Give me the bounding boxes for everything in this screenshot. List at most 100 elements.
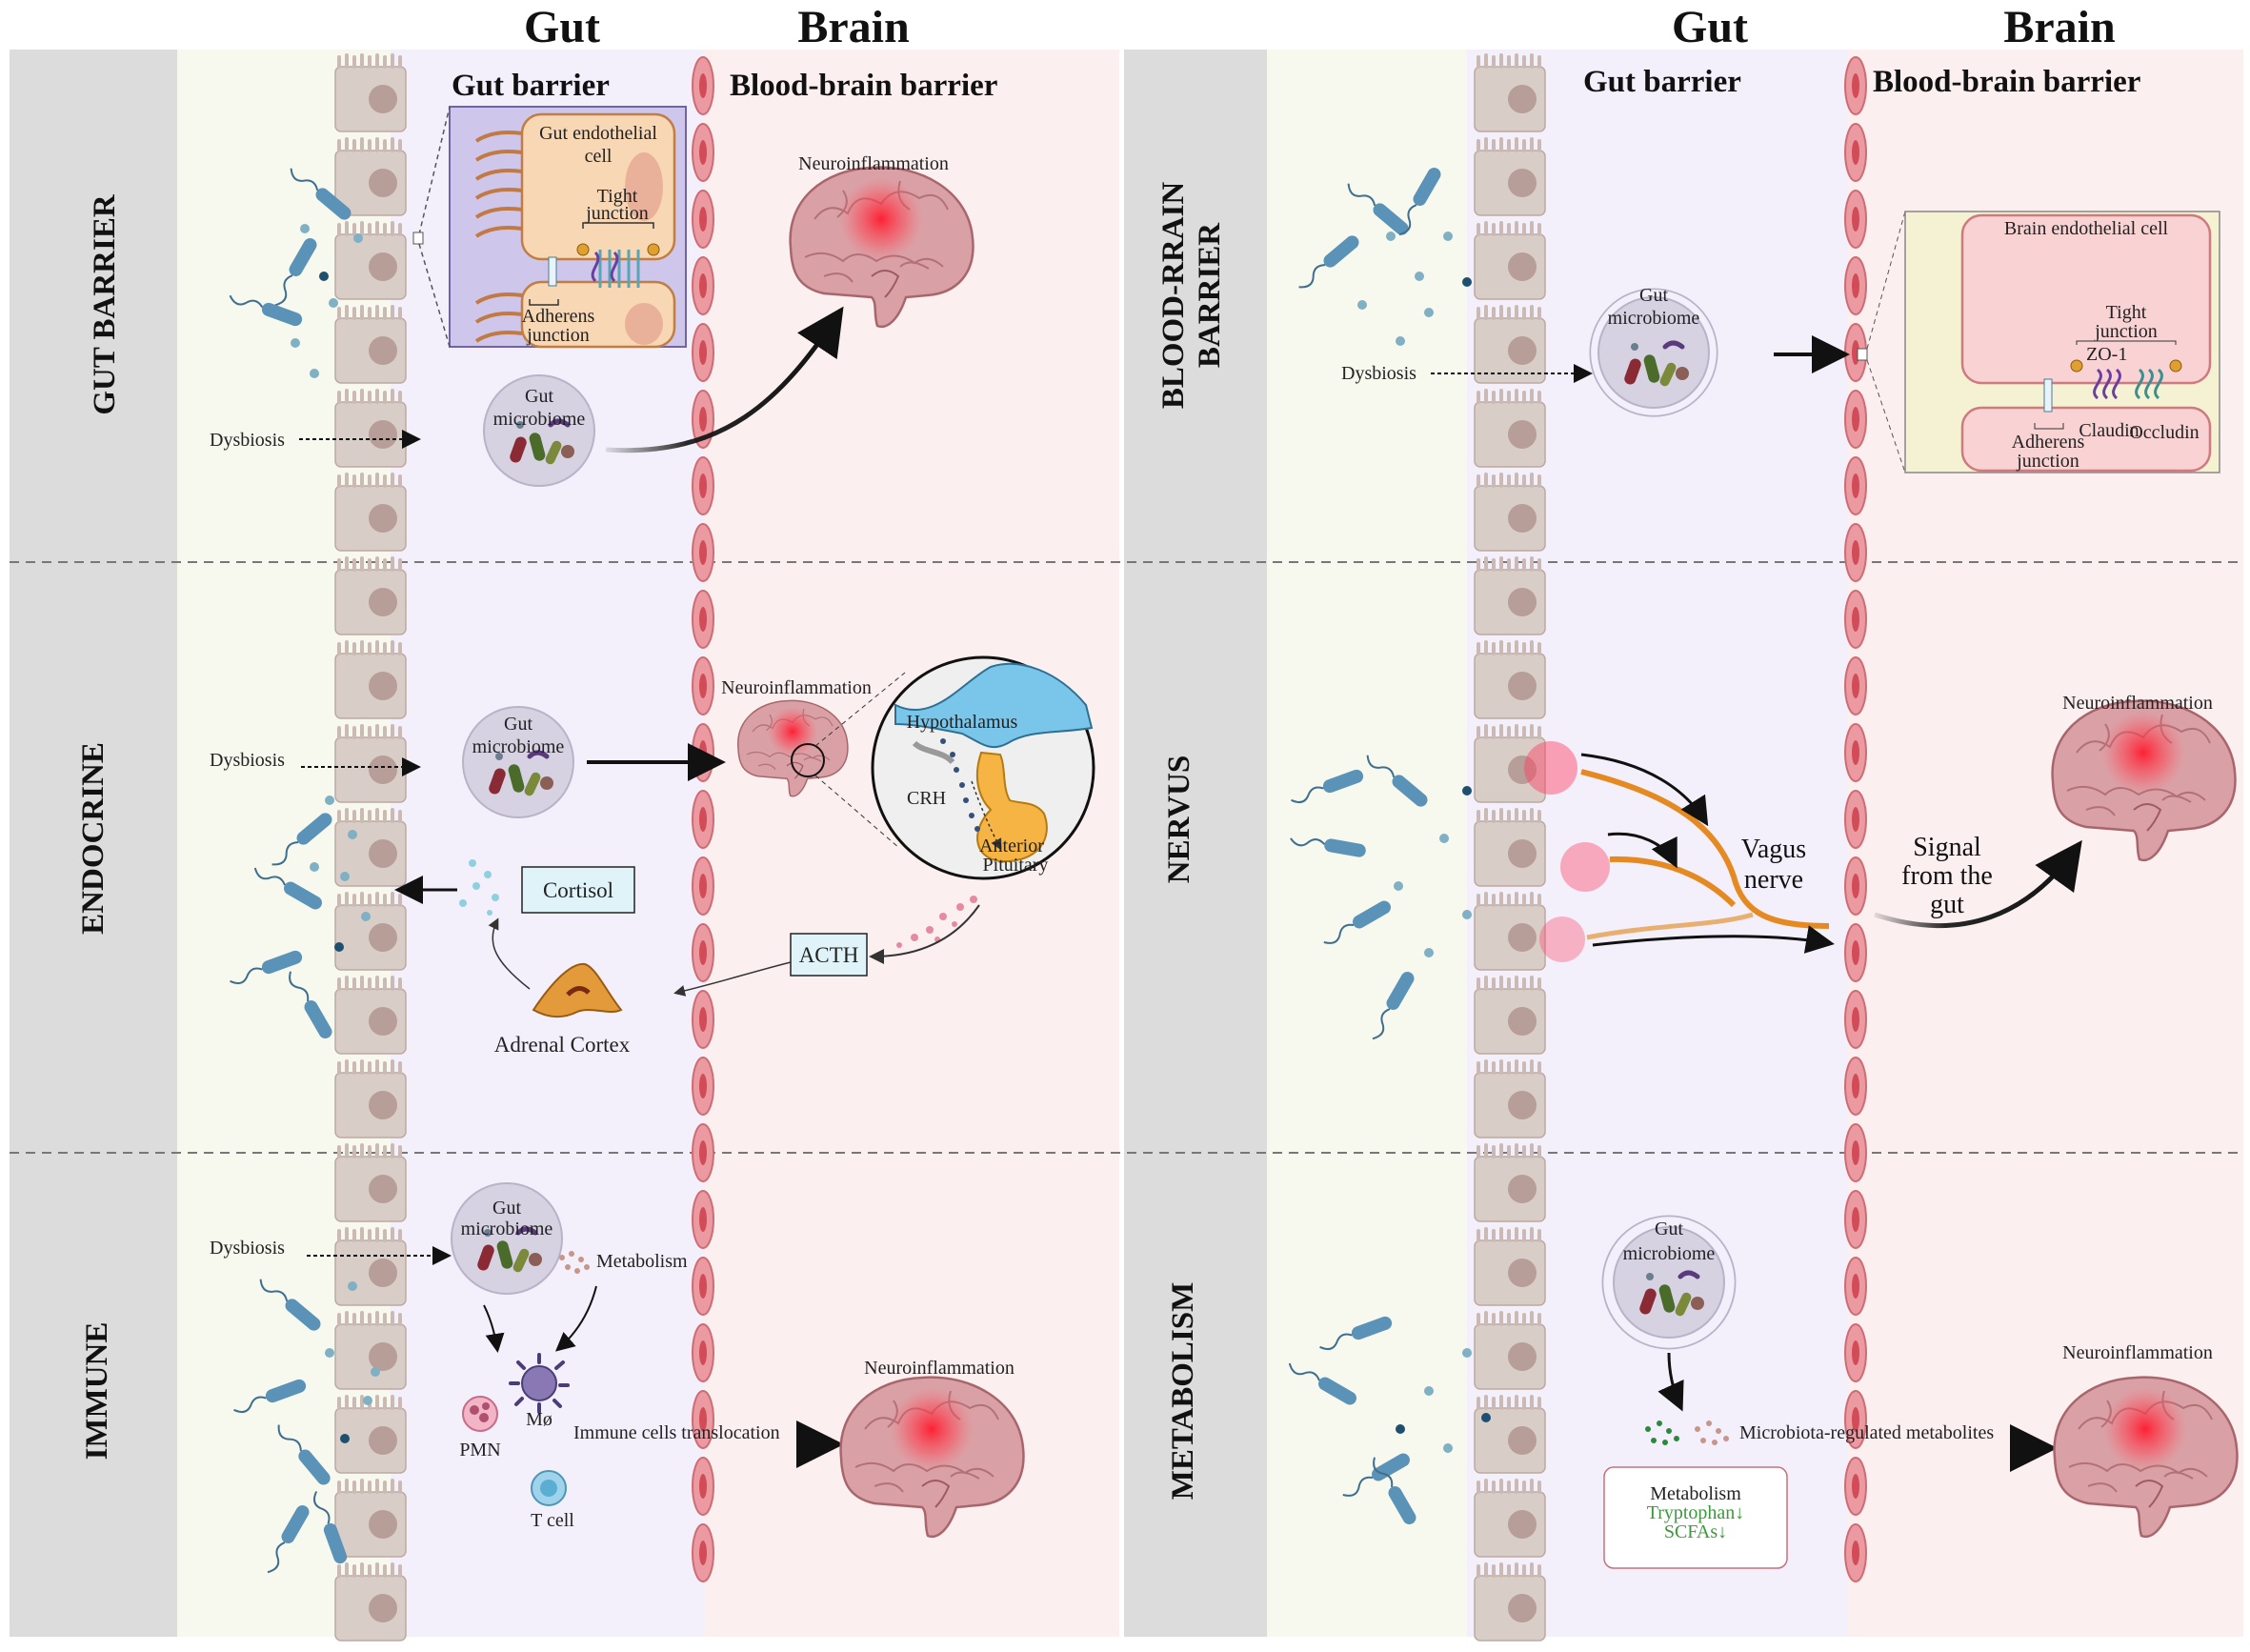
metabolite-dot bbox=[325, 1348, 334, 1358]
bbb-endothelial-cell bbox=[692, 1323, 714, 1382]
metabolite-dot bbox=[340, 872, 350, 881]
neuro-label-3: Neuroinflammation bbox=[864, 1358, 1015, 1379]
metabolite-dot bbox=[1462, 1348, 1472, 1358]
bbb-endothelial-cell bbox=[1844, 523, 1867, 582]
gut-epithelial-cell bbox=[1473, 640, 1547, 720]
metabolite-dot bbox=[1357, 300, 1367, 310]
occludin-label: Occludin bbox=[2129, 422, 2199, 443]
bbb-endothelial-cell bbox=[1844, 1123, 1867, 1182]
metabolism-label: Metabolism bbox=[596, 1251, 688, 1272]
tryptophan-label: Tryptophan↓ bbox=[1647, 1502, 1745, 1523]
inset-title-1: Gut endothelial bbox=[539, 123, 657, 144]
macrophage-cell bbox=[509, 1353, 570, 1414]
gut-epithelial-cell bbox=[333, 976, 408, 1056]
bbb-endothelial-cell bbox=[692, 856, 714, 916]
bbb-endothelial-cell bbox=[1844, 1057, 1867, 1116]
gut-epithelial-cell bbox=[1473, 53, 1547, 133]
gut-epithelial-cell bbox=[1473, 221, 1547, 301]
vagus-nerve-branch-1 bbox=[1580, 769, 1830, 929]
dysbiosis-label-3: Dysbiosis bbox=[210, 1238, 285, 1259]
section-label-immune: IMMUNE bbox=[80, 1322, 114, 1461]
metabolite-dot bbox=[1415, 272, 1424, 281]
gut-epithelial-cell bbox=[1473, 1479, 1547, 1559]
metabolite-dot bbox=[353, 233, 363, 243]
bbb-endothelial-cell bbox=[692, 1190, 714, 1249]
left-blood-brain-barrier-cells bbox=[692, 56, 714, 1582]
pmn-cell bbox=[462, 1396, 498, 1432]
section-label-endocrine: ENDOCRINE bbox=[76, 742, 110, 935]
metabolite-dot bbox=[334, 942, 344, 952]
neuro-label-2: Neuroinflammation bbox=[721, 677, 872, 698]
microbiome-label-4a: Gut bbox=[1639, 285, 1668, 306]
crh-label: CRH bbox=[907, 788, 946, 809]
metabolite-dot bbox=[363, 1396, 372, 1405]
microbiome-label-6b: microbiome bbox=[1623, 1243, 1716, 1264]
bbb-endothelial-cell bbox=[1844, 1523, 1867, 1582]
bbb-endothelial-cell bbox=[1844, 190, 1867, 249]
bbb-endothelial-cell bbox=[1844, 1257, 1867, 1316]
panel-bbb: Dysbiosis Gut microbiome Brain endotheli… bbox=[1341, 211, 2220, 473]
gut-epithelial-cell bbox=[333, 221, 408, 301]
metabolite-dot bbox=[300, 224, 310, 233]
metabolite-dot bbox=[310, 369, 319, 378]
gut-epithelial-cell bbox=[1473, 1311, 1547, 1391]
vagus-nerve-branch-3 bbox=[1586, 912, 1754, 940]
adherens-junction-label-1: Adherens bbox=[522, 306, 595, 327]
vagus-label-2: nerve bbox=[1744, 865, 1803, 895]
bbb-endothelial-cell bbox=[692, 456, 714, 515]
gut-epithelial-cell bbox=[1473, 976, 1547, 1056]
dysbiosis-label-1: Dysbiosis bbox=[210, 430, 285, 451]
section-label-bbb-line2: BARRIER bbox=[1193, 222, 1227, 368]
metabolite-dot bbox=[1462, 277, 1472, 287]
gut-epithelial-cell bbox=[333, 724, 408, 804]
metabolite-dot bbox=[1394, 881, 1403, 891]
bbb-endothelial-cell bbox=[1844, 1323, 1867, 1382]
gut-epithelial-cell bbox=[1473, 473, 1547, 553]
header-right-gut: Gut bbox=[1672, 2, 1748, 52]
dysbiosis-label-4: Dysbiosis bbox=[1341, 363, 1416, 384]
bbb-endothelial-cell bbox=[692, 523, 714, 582]
bbb-endothelial-cell bbox=[692, 1123, 714, 1182]
bbb-endothelial-cell bbox=[1844, 56, 1867, 115]
bbb-endothelial-cell bbox=[1844, 723, 1867, 782]
metabolite-dot bbox=[1443, 232, 1453, 241]
gut-epithelial-cell bbox=[333, 892, 408, 972]
gut-epithelial-cell bbox=[333, 53, 408, 133]
microbiome-label-2a: Gut bbox=[504, 714, 532, 735]
cortisol-label: Cortisol bbox=[543, 878, 613, 902]
bbb-endothelial-cell bbox=[692, 790, 714, 849]
left-section-band bbox=[10, 50, 177, 1637]
bbb-endothelial-cell bbox=[1844, 856, 1867, 916]
section-label-nervus: NERVUS bbox=[1162, 755, 1196, 884]
gut-epithelial-cell bbox=[333, 1479, 408, 1559]
gut-epithelial-cell bbox=[1473, 808, 1547, 888]
bbb-endothelial-cell bbox=[692, 1457, 714, 1516]
neuro-label-5: Neuroinflammation bbox=[2062, 693, 2213, 714]
bbb-endothelial-cell bbox=[692, 123, 714, 182]
microbiome-label-3b: microbiome bbox=[461, 1219, 553, 1239]
gut-epithelial-cell bbox=[333, 640, 408, 720]
tcell-label: T cell bbox=[531, 1510, 574, 1531]
bbb-endothelial-cell bbox=[1844, 790, 1867, 849]
microbiome-label-3a: Gut bbox=[492, 1198, 521, 1219]
gut-epithelial-cell bbox=[333, 1562, 408, 1642]
gut-epithelial-cell bbox=[1473, 389, 1547, 469]
metabolite-dot bbox=[361, 912, 371, 921]
bbb-adherens-label-1: Adherens bbox=[2012, 432, 2085, 453]
pmn-label: PMN bbox=[459, 1440, 500, 1461]
zo1-label: ZO-1 bbox=[2086, 344, 2127, 365]
gut-epithelial-cell bbox=[1473, 1227, 1547, 1307]
bbb-endothelial-cell bbox=[1844, 256, 1867, 315]
microbiome-label-4b: microbiome bbox=[1608, 308, 1700, 329]
bbb-endothelial-cell bbox=[692, 923, 714, 982]
section-label-metabolism: METABOLISM bbox=[1166, 1282, 1200, 1501]
microbiome-label-1a: Gut bbox=[525, 386, 553, 407]
metabolite-dot bbox=[1462, 910, 1472, 919]
metabolite-dot bbox=[310, 862, 319, 872]
metabolite-dot bbox=[1424, 1386, 1434, 1396]
metabolite-dot bbox=[1481, 1413, 1491, 1422]
acth-label: ACTH bbox=[799, 943, 859, 967]
metabolite-dot bbox=[1386, 232, 1396, 241]
inset-title-2: cell bbox=[585, 146, 613, 167]
